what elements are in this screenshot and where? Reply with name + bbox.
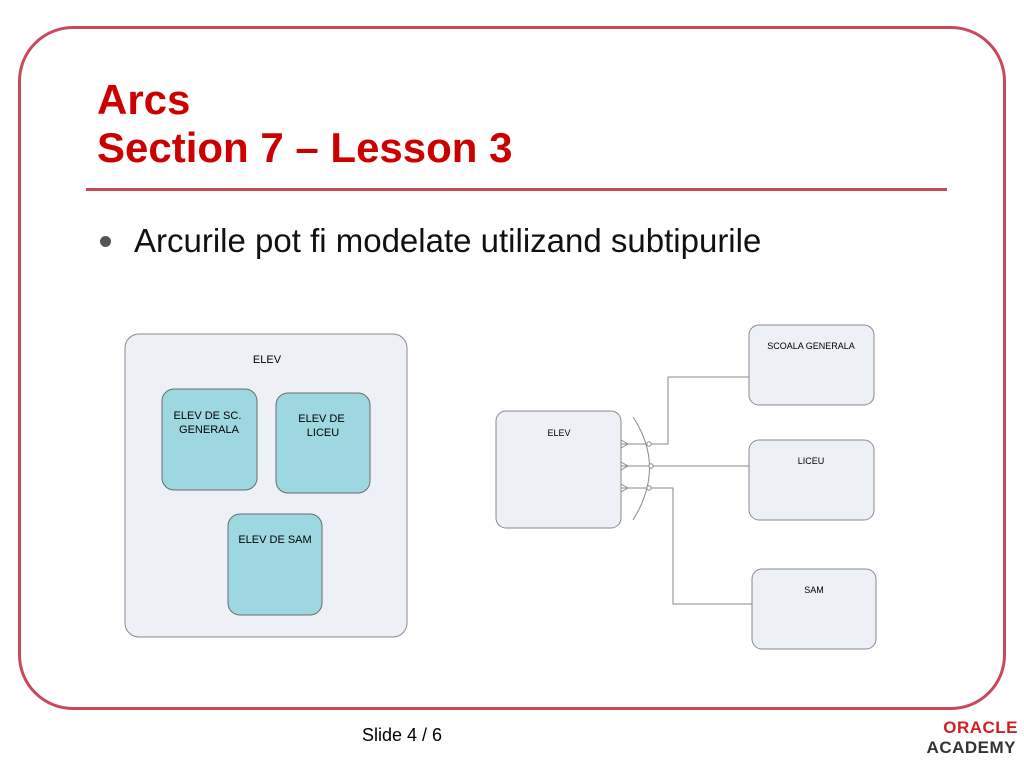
crows-foot-2 xyxy=(620,461,630,471)
relationship-line-1 xyxy=(621,376,749,445)
crows-foot-1 xyxy=(620,439,630,449)
target-label-2: LICEU xyxy=(798,456,825,466)
bullet-item: Arcurile pot fi modelate utilizand subti… xyxy=(100,222,761,260)
arc-marker-3 xyxy=(646,485,652,491)
source-label: ELEV xyxy=(547,428,570,438)
target-entity-1: SCOALA GENERALA xyxy=(748,324,875,406)
subtype-label-2-line-1: ELEV DE xyxy=(298,413,344,425)
target-entity-3: SAM xyxy=(751,568,877,650)
subtype-label-1-line-1: ELEV DE SC. xyxy=(174,410,242,422)
slide-title: Arcs Section 7 – Lesson 3 xyxy=(97,76,513,172)
arc-marker-1 xyxy=(646,441,652,447)
subtype-entity-1: ELEV DE SC. GENERALA xyxy=(161,388,258,491)
subtype-entity-2: ELEV DE LICEU xyxy=(275,392,371,494)
slide-number: Slide 4 / 6 xyxy=(362,725,443,745)
relationship-lines xyxy=(620,376,752,605)
bullet-dot-icon xyxy=(100,235,111,247)
arc-marker-2 xyxy=(648,463,654,469)
bullet-text: Arcurile pot fi modelate utilizand subti… xyxy=(134,222,762,259)
subtype-label-1: ELEV DE SC. GENERALA xyxy=(174,410,245,436)
title-line-1: Arcs xyxy=(97,76,191,123)
title-line-2: Section 7 – Lesson 3 xyxy=(97,124,513,171)
arc-markers xyxy=(646,441,654,491)
arc-curve xyxy=(632,416,650,521)
subtype-label-2: ELEV DE LICEU xyxy=(298,413,348,439)
slide-frame xyxy=(18,26,1006,710)
logo-oracle-text: ORACLE xyxy=(943,718,1018,737)
title-divider xyxy=(86,188,947,191)
subtype-label-2-line-2: LICEU xyxy=(307,427,339,439)
target-label-1: SCOALA GENERALA xyxy=(767,341,855,351)
subtype-entity-3: ELEV DE SAM xyxy=(227,513,323,616)
supertype-label: ELEV xyxy=(253,354,282,366)
subtype-label-1-line-2: GENERALA xyxy=(179,424,240,436)
target-label-3: SAM xyxy=(804,585,824,595)
logo-academy-text: ACADEMY xyxy=(926,738,1016,757)
oracle-academy-logo: ORACLE ACADEMY xyxy=(912,716,1024,768)
crows-foot-3 xyxy=(620,483,630,493)
source-entity: ELEV xyxy=(495,410,622,529)
target-entity-2: LICEU xyxy=(748,439,875,521)
subtype-label-3: ELEV DE SAM xyxy=(238,534,311,546)
